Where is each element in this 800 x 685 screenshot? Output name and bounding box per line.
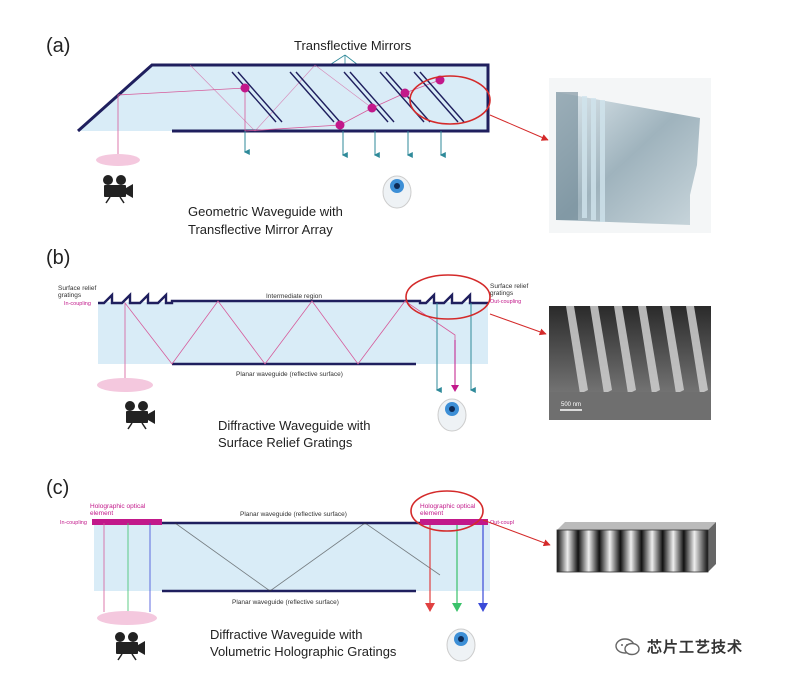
hoe-out-coupler <box>420 519 488 525</box>
zoom-arrow-b <box>489 313 547 336</box>
output-arrows-a <box>243 131 446 158</box>
hoe-left-label-2: element <box>90 510 113 517</box>
sem-scale-bar-label: 500 nm <box>561 402 581 408</box>
panel-a-letter: (a) <box>46 35 70 57</box>
caption-a-line2: Transflective Mirror Array <box>188 222 333 237</box>
caption-c-line2: Volumetric Holographic Gratings <box>210 644 397 659</box>
watermark-text: 芯片工艺技术 <box>647 638 744 656</box>
in-coupling-label-b: In-coupling <box>64 301 91 307</box>
rgb-rays <box>103 522 441 612</box>
zoom-arrow-c <box>482 519 551 547</box>
surface-relief-waveguide-body <box>98 302 488 364</box>
projector-icon <box>103 175 133 204</box>
eye-icon-c <box>446 628 476 662</box>
out-coupling-label-c: Out-coupl <box>490 520 514 526</box>
highlight-ellipse-b <box>405 274 491 320</box>
propagating-ray-b <box>124 300 456 388</box>
caption-b-line2: Surface Relief Gratings <box>218 435 353 450</box>
in-coupling-label-c: In-coupling <box>60 520 87 526</box>
caption-a-line1: Geometric Waveguide with <box>188 204 343 219</box>
panel-c-letter: (c) <box>46 477 69 499</box>
highlight-ellipse-a <box>409 75 491 125</box>
highlight-ellipse-c <box>410 490 484 532</box>
left-grating-label-1: Surface relief <box>58 285 96 292</box>
waveguide-photo-a <box>549 78 711 233</box>
projection-spot-a <box>96 154 140 166</box>
holographic-grating-block <box>556 522 716 573</box>
transflective-mirrors-label: Transflective Mirrors <box>294 38 412 53</box>
projector-icon-c <box>115 632 145 661</box>
panel-a: (a) Transflective Mirrors <box>46 35 711 237</box>
mirror-array <box>231 71 465 123</box>
reflected-ray <box>189 64 373 132</box>
hoe-right-label-1: Holographic optical <box>420 503 476 510</box>
zoom-arrow-a <box>489 114 549 141</box>
panel-b: (b) Surface relief gratings In-coupling … <box>46 247 711 450</box>
surface-relief-grating-profile <box>98 292 488 305</box>
eye-icon-b <box>437 398 467 432</box>
planar-waveguide-label-b: Planar waveguide (reflective surface) <box>236 371 343 378</box>
planar-waveguide-label-bottom: Planar waveguide (reflective surface) <box>232 599 339 606</box>
output-arrows-b <box>435 303 476 393</box>
right-grating-label-1: Surface relief <box>490 283 528 290</box>
hoe-right-label-2: element <box>420 510 443 517</box>
right-grating-label-2: gratings <box>490 290 514 297</box>
watermark: 芯片工艺技术 <box>615 636 743 657</box>
projection-spot-c <box>97 611 157 625</box>
panel-b-letter: (b) <box>46 247 70 269</box>
hoe-in-coupler <box>92 519 162 525</box>
caption-c-line1: Diffractive Waveguide with <box>210 627 362 642</box>
geometric-waveguide-frame <box>77 63 490 133</box>
caption-b-line1: Diffractive Waveguide with <box>218 418 370 433</box>
output-arrows-c <box>425 525 488 612</box>
propagating-ray <box>117 79 441 155</box>
sem-grating-image: 500 nm <box>549 306 711 420</box>
projector-icon-b <box>125 401 155 430</box>
projection-spot-b <box>97 378 153 392</box>
planar-waveguide-label-top: Planar waveguide (reflective surface) <box>240 511 347 518</box>
panel-c: (c) Holographic optical element In-coupl… <box>46 477 716 662</box>
left-grating-label-2: gratings <box>58 292 82 299</box>
out-coupling-label-b: Out-coupling <box>490 299 521 305</box>
hoe-left-label-1: Holographic optical <box>90 503 146 510</box>
geometric-waveguide-body <box>78 65 488 131</box>
eye-icon <box>382 175 412 209</box>
wechat-icon <box>615 637 640 655</box>
mirror-reflection-dots <box>240 75 445 130</box>
intermediate-region-label: Intermediate region <box>266 293 322 300</box>
holographic-waveguide-body <box>94 523 490 591</box>
